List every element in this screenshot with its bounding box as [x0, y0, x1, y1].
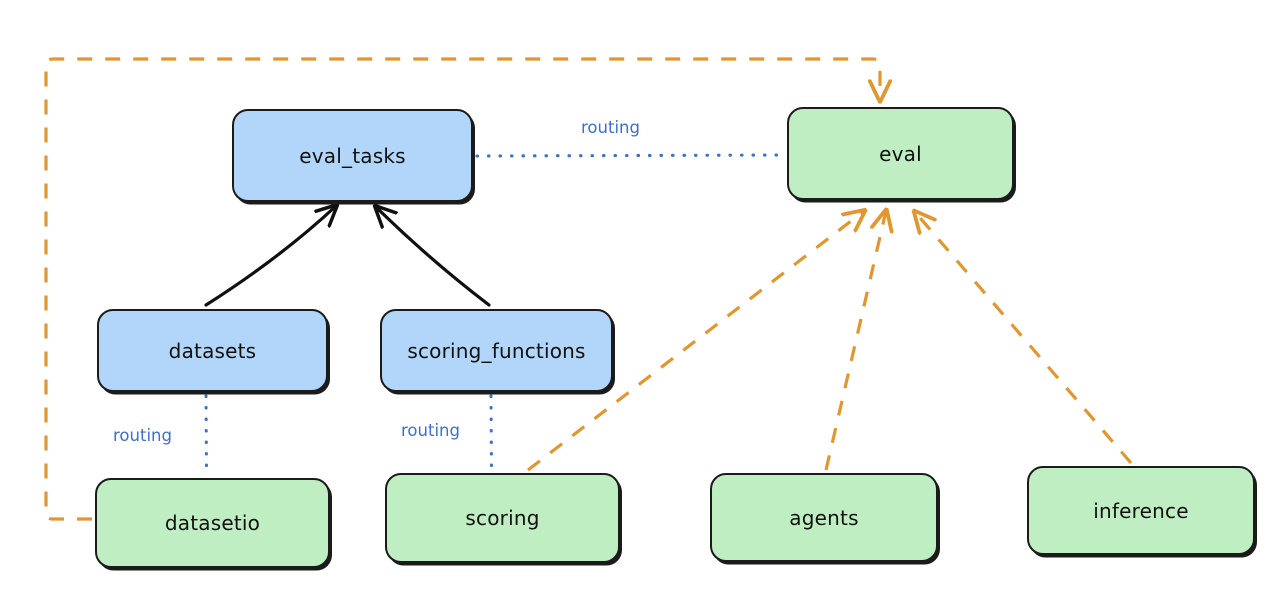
node-eval-label: eval — [879, 141, 922, 166]
node-agents-label: agents — [789, 505, 859, 530]
node-datasets[interactable]: datasets — [97, 309, 328, 392]
edge-datasets-to-datasetio — [204, 394, 209, 476]
edge-eval-tasks-to-eval — [475, 153, 785, 158]
node-datasetio[interactable]: datasetio — [95, 478, 330, 568]
edge-inference-to-eval — [915, 212, 1133, 465]
node-scoring-functions[interactable]: scoring_functions — [380, 309, 613, 392]
node-datasetio-label: datasetio — [164, 511, 261, 535]
edge-agents-to-eval — [824, 211, 886, 471]
edge-scoring-functions-to-scoring — [489, 394, 494, 472]
node-eval[interactable]: eval — [787, 107, 1014, 200]
node-inference-label: inference — [1093, 498, 1189, 523]
node-inference[interactable]: inference — [1027, 466, 1255, 555]
edge-label-routing-eval-tasks-eval: routing — [581, 118, 640, 137]
node-scoring[interactable]: scoring — [385, 473, 620, 563]
edge-label-routing-datasets-datasetio: routing — [113, 426, 172, 445]
edge-scoring-functions-to-eval-tasks — [376, 207, 491, 307]
edge-scoring-to-eval — [527, 211, 864, 472]
node-scoring-functions-label: scoring_functions — [407, 338, 586, 363]
node-eval-tasks[interactable]: eval_tasks — [232, 109, 473, 202]
node-agents[interactable]: agents — [710, 473, 938, 562]
edge-label-routing-scoring-functions-scoring: routing — [401, 421, 460, 440]
edge-datasets-to-eval-tasks — [204, 206, 336, 307]
node-eval-tasks-label: eval_tasks — [299, 143, 406, 168]
node-datasets-label: datasets — [168, 338, 257, 363]
node-scoring-label: scoring — [465, 506, 540, 530]
